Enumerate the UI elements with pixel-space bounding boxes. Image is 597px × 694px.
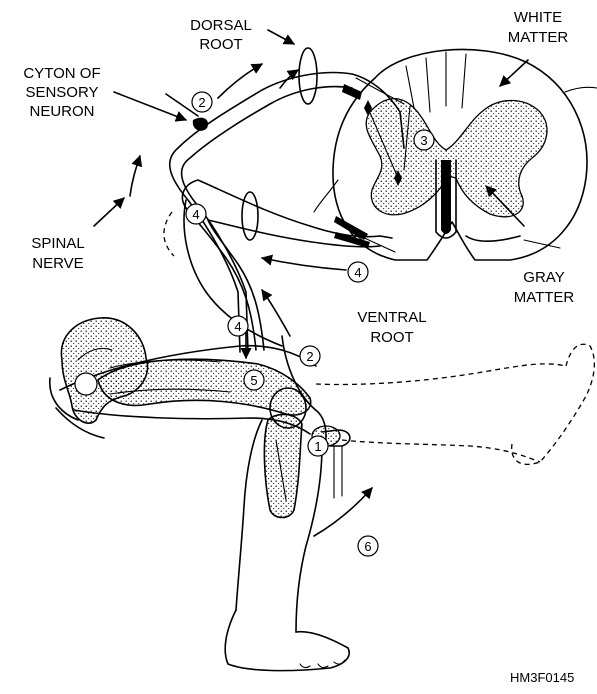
label-gray-matter: GRAY MATTER: [514, 269, 575, 306]
figure-code: HM3F0145: [510, 670, 574, 685]
step-marker-6: 6: [358, 536, 378, 556]
svg-text:6: 6: [364, 539, 371, 554]
svg-text:4: 4: [234, 319, 241, 334]
svg-text:DORSAL: DORSAL: [190, 17, 252, 34]
label-dorsal-root: DORSAL ROOT: [190, 17, 252, 53]
label-white-matter: WHITE MATTER: [508, 9, 569, 46]
svg-text:SPINAL: SPINAL: [31, 235, 84, 252]
svg-text:NERVE: NERVE: [32, 255, 83, 272]
step-marker-2-upper: 2: [192, 92, 212, 112]
step-marker-4-lower: 4: [228, 316, 248, 336]
svg-text:4: 4: [354, 265, 361, 280]
label-ventral-root: VENTRAL ROOT: [357, 309, 426, 346]
svg-text:2: 2: [198, 95, 205, 110]
svg-text:4: 4: [192, 207, 199, 222]
svg-text:MATTER: MATTER: [508, 29, 569, 46]
svg-text:CYTON OF: CYTON OF: [23, 65, 100, 82]
svg-text:ROOT: ROOT: [370, 329, 413, 346]
leg-illustration: [50, 318, 350, 671]
label-cyton-of-sensory-neuron: CYTON OF SENSORY NEURON: [23, 65, 100, 120]
svg-text:MATTER: MATTER: [514, 289, 575, 306]
svg-text:VENTRAL: VENTRAL: [357, 309, 426, 326]
label-spinal-nerve: SPINAL NERVE: [31, 235, 84, 272]
flow-arrows: [130, 64, 372, 536]
label-pointers: [94, 30, 528, 226]
step-marker-5: 5: [244, 370, 264, 390]
step-marker-4-upper: 4: [186, 204, 206, 224]
svg-text:GRAY: GRAY: [523, 269, 564, 286]
step-marker-1: 1: [308, 436, 328, 456]
svg-text:WHITE: WHITE: [514, 9, 562, 26]
svg-text:NEURON: NEURON: [29, 103, 94, 120]
svg-text:3: 3: [420, 133, 427, 148]
step-marker-2-lower: 2: [300, 346, 320, 366]
svg-text:5: 5: [250, 373, 257, 388]
step-marker-4-right: 4: [348, 262, 368, 282]
extended-leg-outline: [316, 344, 594, 464]
svg-text:1: 1: [314, 439, 321, 454]
svg-text:ROOT: ROOT: [199, 36, 242, 53]
svg-text:SENSORY: SENSORY: [25, 84, 98, 101]
step-marker-3: 3: [414, 130, 434, 150]
svg-text:2: 2: [306, 349, 313, 364]
